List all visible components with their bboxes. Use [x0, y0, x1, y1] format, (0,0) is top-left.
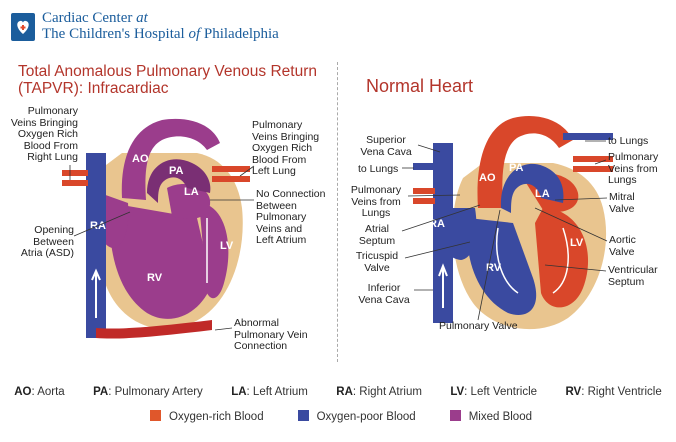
label-mitral: Mitral Valve	[609, 191, 635, 215]
tapvr-rv-chamber	[109, 203, 212, 319]
label-aortic: Aortic Valve	[609, 234, 636, 258]
tapvr-label-pa: PA	[169, 165, 184, 177]
abbr-ao: AO: Aorta	[14, 386, 65, 398]
abbr-la: LA: Left Atrium	[231, 386, 308, 398]
normal-label-rv: RV	[486, 262, 502, 274]
left-title-line1: Total Anomalous Pulmonary Venous Return	[18, 63, 317, 80]
logo-line2b: Philadelphia	[200, 26, 279, 42]
normal-label-ao: AO	[479, 172, 496, 184]
normal-aorta	[477, 116, 573, 208]
left-title: Total Anomalous Pulmonary Venous Return …	[18, 63, 317, 97]
legend-swatch-oxygen-rich	[150, 410, 161, 421]
tapvr-label-la: LA	[184, 186, 199, 198]
normal-label-lv: LV	[570, 237, 584, 249]
label-no-connection: No Connection Between Pulmonary Veins an…	[256, 188, 326, 246]
legend-mixed: Mixed Blood	[449, 410, 532, 423]
tapvr-label-ra: RA	[90, 220, 106, 232]
label-to-lungs-left: to Lungs	[358, 163, 399, 175]
label-asd: Opening Between Atria (ASD)	[20, 224, 74, 259]
label-svc: Superior Vena Cava	[360, 134, 412, 158]
tapvr-left-pv	[212, 166, 250, 172]
tapvr-pulmonary-artery	[147, 159, 211, 203]
legend-oxygen-poor: Oxygen-poor Blood	[297, 410, 416, 423]
label-tricuspid: Tricuspid Valve	[355, 250, 399, 274]
tapvr-right-pv	[62, 170, 88, 176]
logo-line1: Cardiac Center	[42, 10, 137, 26]
normal-label-pa: PA	[509, 162, 524, 174]
hospital-logo-icon	[11, 13, 35, 41]
normal-pv-right	[573, 156, 613, 162]
tapvr-vena-cava	[86, 153, 106, 338]
normal-pa-to-lungs-left	[413, 163, 435, 170]
label-to-lungs-right: to Lungs	[608, 135, 649, 147]
normal-label-la: LA	[535, 188, 550, 200]
left-title-line2: (TAPVR): Infracardiac	[18, 80, 169, 97]
label-atrial-septum: Atrial Septum	[358, 223, 396, 247]
tapvr-label-ao: AO	[132, 153, 149, 165]
abbr-lv: LV: Left Ventricle	[450, 386, 538, 398]
logo-line1-em: at	[136, 10, 148, 26]
normal-vena-cava	[433, 143, 453, 323]
normal-label-ra: RA	[429, 218, 445, 230]
abbreviation-row: AO: Aorta PA: Pulmonary Artery LA: Left …	[0, 386, 676, 398]
logo-line2-em: of	[188, 26, 201, 42]
tapvr-abnormal-connection	[96, 320, 212, 339]
label-abnormal-connection: Abnormal Pulmonary Vein Connection	[234, 317, 308, 352]
abbr-rv: RV: Right Ventricle	[565, 386, 662, 398]
tapvr-aorta	[121, 118, 220, 200]
label-veins-right-lung: Pulmonary Veins Bringing Oxygen Rich Blo…	[10, 105, 78, 163]
label-pulmonary-valve: Pulmonary Valve	[439, 320, 518, 332]
legend-swatch-mixed	[449, 410, 461, 421]
normal-pv-left	[413, 188, 435, 194]
color-legend: Oxygen-rich Blood Oxygen-poor Blood Mixe…	[150, 410, 532, 423]
right-title: Normal Heart	[366, 76, 474, 96]
legend-swatch-oxygen-poor	[297, 410, 309, 421]
tapvr-la-chamber	[167, 184, 211, 220]
label-ventricular-septum: Ventricular Septum	[608, 264, 658, 288]
logo-line2a: The Children's Hospital	[42, 26, 189, 42]
abbr-pa: PA: Pulmonary Artery	[93, 386, 203, 398]
abbr-ra: RA: Right Atrium	[336, 386, 422, 398]
label-pv-from-lungs-right: Pulmonary Veins from Lungs	[608, 151, 659, 186]
label-veins-left-lung: Pulmonary Veins Bringing Oxygen Rich Blo…	[252, 119, 320, 177]
label-pv-from-lungs: Pulmonary Veins from Lungs	[350, 184, 402, 219]
tapvr-heart-diagram	[62, 118, 250, 339]
tapvr-label-lv: LV	[220, 240, 234, 252]
legend-oxygen-rich: Oxygen-rich Blood	[150, 410, 264, 423]
panel-divider	[337, 62, 338, 362]
normal-pa-to-lungs-right	[563, 133, 613, 140]
logo: Cardiac Center at The Children's Hospita…	[10, 9, 279, 45]
tapvr-label-rv: RV	[147, 272, 163, 284]
normal-pulmonary-artery	[500, 163, 564, 213]
label-ivc: Inferior Vena Cava	[358, 282, 410, 306]
